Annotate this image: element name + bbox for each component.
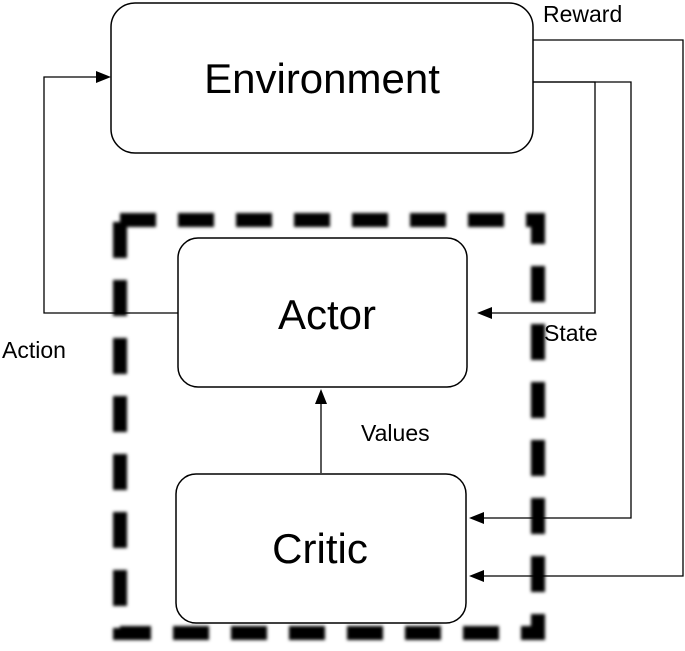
action-edge — [43, 76, 178, 314]
state-to-critic-edge — [479, 81, 632, 519]
critic-label: Critic — [272, 525, 368, 572]
actor-label: Actor — [278, 291, 376, 338]
state-to-critic-arrowhead — [469, 512, 484, 524]
values-arrowhead — [315, 389, 327, 404]
action-arrowhead — [96, 71, 111, 83]
action-label: Action — [2, 337, 66, 363]
reward-edge — [479, 39, 684, 577]
environment-label: Environment — [204, 55, 440, 102]
state-to-actor-arrowhead — [477, 307, 492, 319]
values-label: Values — [361, 420, 430, 446]
agent-boundary — [113, 213, 545, 640]
reward-label: Reward — [543, 1, 622, 27]
actor-box — [177, 237, 468, 388]
critic-box — [175, 473, 467, 624]
environment-box — [110, 2, 534, 154]
reward-arrowhead — [469, 570, 484, 582]
state-label: State — [544, 320, 598, 346]
